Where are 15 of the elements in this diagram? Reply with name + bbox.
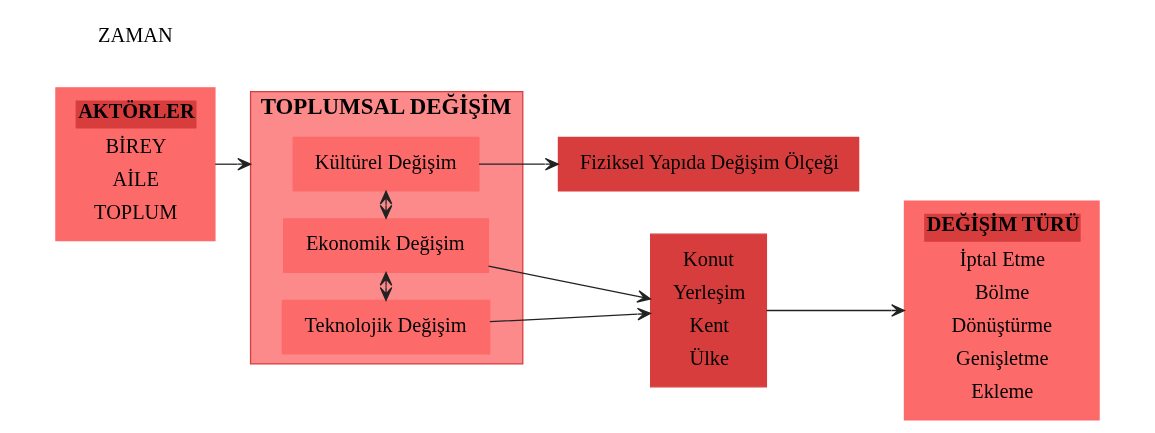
node-box: Teknolojik Değişim (281, 299, 491, 354)
arrow (489, 307, 652, 322)
node-box: Kültürel Değişim (292, 136, 480, 192)
node-box: Ekonomik Değişim (283, 217, 490, 273)
node-box: Fiziksel Yapıda Değişim Ölçeği (557, 136, 860, 192)
arrow (214, 157, 252, 171)
arrow (478, 157, 559, 171)
arrow (487, 265, 652, 303)
node-box: AKTÖRLER BİREY AİLE TOPLUM (55, 86, 216, 241)
label: ZAMAN (98, 23, 173, 46)
node-box: Konut Yerleşim Kent Ülke (650, 233, 768, 387)
arrow (379, 190, 393, 219)
arrow (379, 271, 393, 301)
arrow (765, 303, 906, 317)
node-box: DEĞİŞİM TÜRÜ İptal Etme Bölme Dönüştürme Genişletme Ekleme (903, 199, 1100, 421)
